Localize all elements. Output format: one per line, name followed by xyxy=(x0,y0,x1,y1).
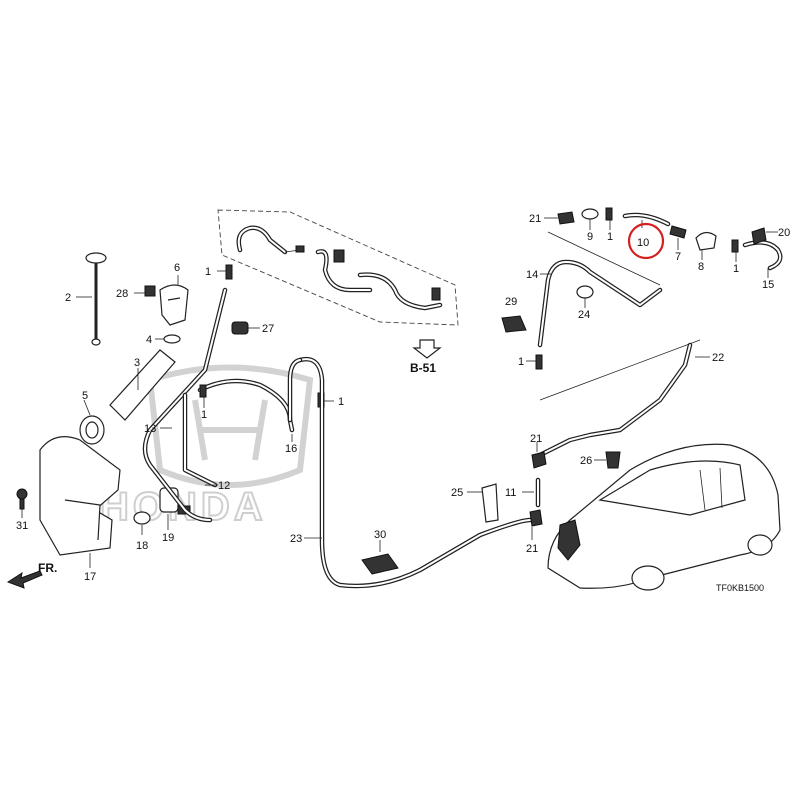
part-30-pad xyxy=(361,553,399,575)
callout-label: 31 xyxy=(16,520,28,532)
callout-label: 21 xyxy=(526,543,538,555)
part-27-clip xyxy=(231,321,249,335)
part-25-bracket xyxy=(481,483,499,523)
part-21-joint xyxy=(557,211,575,225)
callout-label: 1 xyxy=(205,266,211,278)
highlight-circle xyxy=(627,222,665,260)
part-4-o-ring xyxy=(163,334,181,344)
callout-label: 26 xyxy=(580,455,592,467)
part-14-hose xyxy=(535,231,663,370)
callout-label: 29 xyxy=(505,296,517,308)
callout-label: 23 xyxy=(290,533,302,545)
part-1-joint xyxy=(605,207,613,221)
part-20-joint xyxy=(751,227,767,245)
callout-label: 6 xyxy=(174,262,180,274)
callout-label: 17 xyxy=(84,571,96,583)
callout-label: 12 xyxy=(218,480,230,492)
callout-label: 11 xyxy=(505,487,516,499)
vehicle-outline xyxy=(547,443,781,591)
svg-text:FR.: FR. xyxy=(38,561,57,575)
callout-label: 9 xyxy=(587,231,593,243)
part-1-joint xyxy=(199,384,207,398)
part-29-pad xyxy=(501,315,527,333)
callout-label: 15 xyxy=(762,279,774,291)
callout-label: 1 xyxy=(607,231,613,243)
callout-label: 21 xyxy=(530,433,542,445)
part-21-joint xyxy=(529,509,543,527)
part-24-clip xyxy=(576,285,594,299)
part-17-washer-tank xyxy=(39,436,121,556)
callout-label: 27 xyxy=(262,323,274,335)
part-2-level-gauge xyxy=(85,252,107,346)
callout-label: 16 xyxy=(285,443,297,455)
callout-label: 30 xyxy=(374,529,386,541)
callout-label: 8 xyxy=(698,261,704,273)
callout-label: 1 xyxy=(201,409,207,421)
callout-label: 21 xyxy=(529,213,541,225)
part-31-bolt xyxy=(16,488,28,510)
callout-label: 1 xyxy=(518,356,524,368)
part-8-joint xyxy=(695,231,717,251)
part-6-filler-neck xyxy=(144,284,189,326)
part-23-hose xyxy=(287,356,533,589)
callout-labels: 1 1 1 1 1 1 2 3 4 5 6 7 8 9 10 11 12 13 … xyxy=(16,213,790,583)
callout-label: 25 xyxy=(451,487,463,499)
callout-label: 14 xyxy=(526,269,538,281)
svg-text:B-51: B-51 xyxy=(410,361,436,375)
callout-label: 20 xyxy=(778,227,790,239)
part-22-hose xyxy=(537,342,693,458)
part-3-neck-tube xyxy=(109,349,176,421)
part-21-joint xyxy=(531,451,547,469)
callout-label: 1 xyxy=(733,263,739,275)
left-hoses xyxy=(142,287,295,523)
callout-label: 22 xyxy=(712,352,724,364)
callout-label: 2 xyxy=(65,292,71,304)
section-reference: B-51 xyxy=(410,339,442,375)
detail-box-hoses xyxy=(236,225,443,311)
callout-label: 1 xyxy=(338,396,344,408)
callout-label: 4 xyxy=(146,334,152,346)
part-18-pump-grommet xyxy=(133,511,151,525)
callout-label: 13 xyxy=(144,423,156,435)
front-direction-arrow: FR. xyxy=(6,561,57,589)
part-9-joint xyxy=(581,208,599,220)
callout-label: 10 xyxy=(637,237,649,249)
detail-box xyxy=(217,209,459,326)
callout-label: 7 xyxy=(675,251,681,263)
part-5-grommet xyxy=(79,415,105,445)
callout-label: 24 xyxy=(578,309,590,321)
part-26-clip xyxy=(605,451,621,469)
part-1-joint xyxy=(731,239,739,253)
part-7-joint xyxy=(669,225,687,239)
callout-label: 28 xyxy=(116,288,128,300)
part-1-joint xyxy=(225,264,233,280)
diagram-code: TF0KB1500 xyxy=(716,583,764,593)
callout-label: 19 xyxy=(162,532,174,544)
callout-label: 3 xyxy=(134,357,140,369)
callout-label: 18 xyxy=(136,540,148,552)
part-10-hose xyxy=(622,212,671,227)
part-15-hose xyxy=(742,240,783,271)
callout-label: 5 xyxy=(82,390,88,402)
